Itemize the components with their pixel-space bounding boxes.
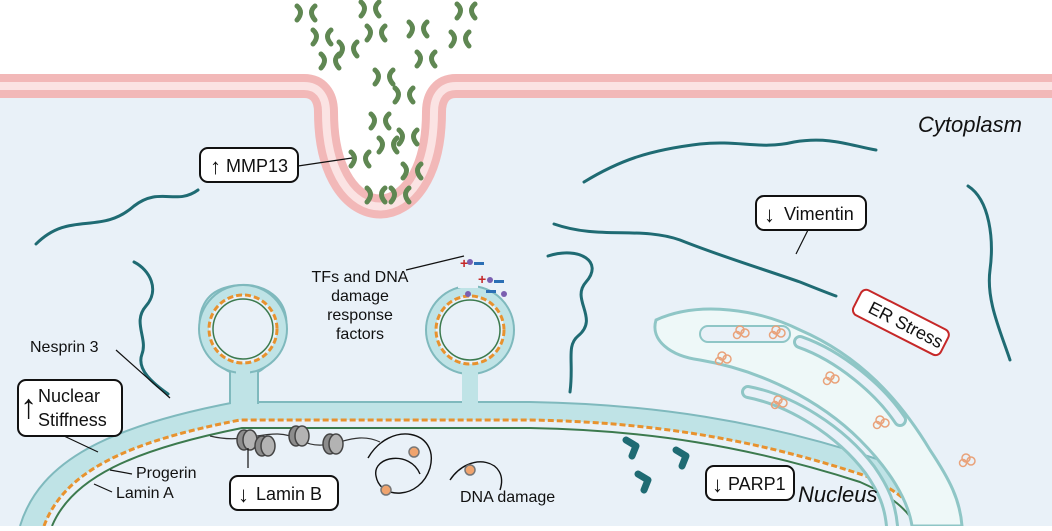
progerin-label: Progerin (136, 465, 196, 482)
tfs-label-line1: TFs and DNA (312, 269, 409, 286)
vimentin-filaments (34, 138, 1012, 396)
tfs-label-line4: factors (336, 326, 384, 343)
nuclear-stiffness-box: ↑ Nuclear Stiffness (17, 379, 123, 437)
down-arrow-icon: ↓ (764, 202, 775, 227)
mmp13-box: ↑ MMP13 (199, 147, 299, 183)
lamin-a-label: Lamin A (116, 485, 174, 502)
cytoplasm-label: Cytoplasm (918, 112, 1022, 137)
up-arrow-icon: ↑ (210, 154, 221, 179)
tfs-label-line2: damage (331, 288, 389, 305)
mmp13-label: MMP13 (226, 156, 288, 176)
nesprin3-label: Nesprin 3 (30, 339, 99, 356)
nuclear-stiffness-line1: Nuclear (38, 386, 100, 406)
nuclear-lamina-orange (42, 418, 928, 527)
down-arrow-icon: ↓ (238, 482, 249, 507)
parp1-label: PARP1 (728, 474, 786, 494)
plasma-membrane-core (0, 82, 1052, 211)
tf-factors: + + (460, 255, 507, 297)
dna-damage-label: DNA damage (460, 489, 555, 506)
chromatin (209, 425, 503, 496)
nucleus-label: Nucleus (798, 482, 877, 507)
nuclear-bleb-left (198, 283, 288, 410)
nuclear-stiffness-line2: Stiffness (38, 410, 107, 430)
down-arrow-icon: ↓ (712, 472, 723, 497)
nuclear-bleb-right (425, 278, 515, 410)
vimentin-box: ↓ Vimentin (755, 195, 867, 231)
leader-lines (63, 157, 809, 493)
lamin-b-label: Lamin B (256, 484, 322, 504)
svg-text:+: + (460, 255, 468, 271)
tfs-label-group: TFs and DNA damage response factors (312, 269, 409, 343)
tfs-label-line3: response (327, 307, 393, 324)
vimentin-label: Vimentin (784, 204, 854, 224)
up-arrow-icon: ↑ (20, 388, 37, 426)
lamin-b-box: ↓ Lamin B (229, 475, 339, 511)
parp1-box: ↓ PARP1 (705, 465, 795, 501)
endoplasmic-reticulum (653, 307, 976, 531)
svg-text:+: + (478, 271, 486, 287)
